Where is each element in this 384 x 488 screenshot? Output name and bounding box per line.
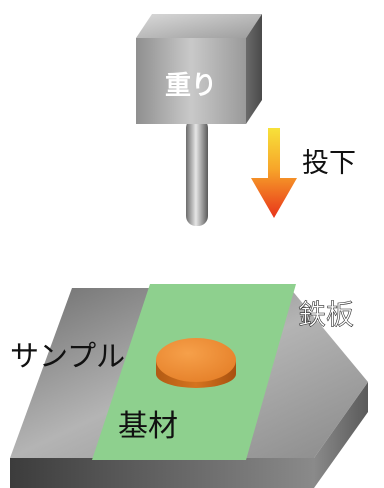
weight-rod	[186, 118, 208, 226]
substrate-label: 基材	[118, 409, 178, 444]
drop-label: 投下	[302, 148, 356, 179]
weight-box-front	[136, 38, 246, 124]
sample-disc-top	[156, 338, 236, 382]
sample-label: サンプル	[10, 339, 125, 373]
weight: 重り	[136, 14, 262, 226]
weight-box-top	[136, 14, 262, 38]
iron-plate-front	[10, 458, 314, 488]
weight-box-side	[246, 14, 262, 124]
down-arrow-icon	[251, 128, 297, 218]
weight-label: 重り	[165, 71, 217, 101]
sample-disc	[156, 338, 236, 388]
iron-plate-label: 鉄板	[298, 298, 354, 331]
iron-plate-side	[314, 382, 368, 488]
